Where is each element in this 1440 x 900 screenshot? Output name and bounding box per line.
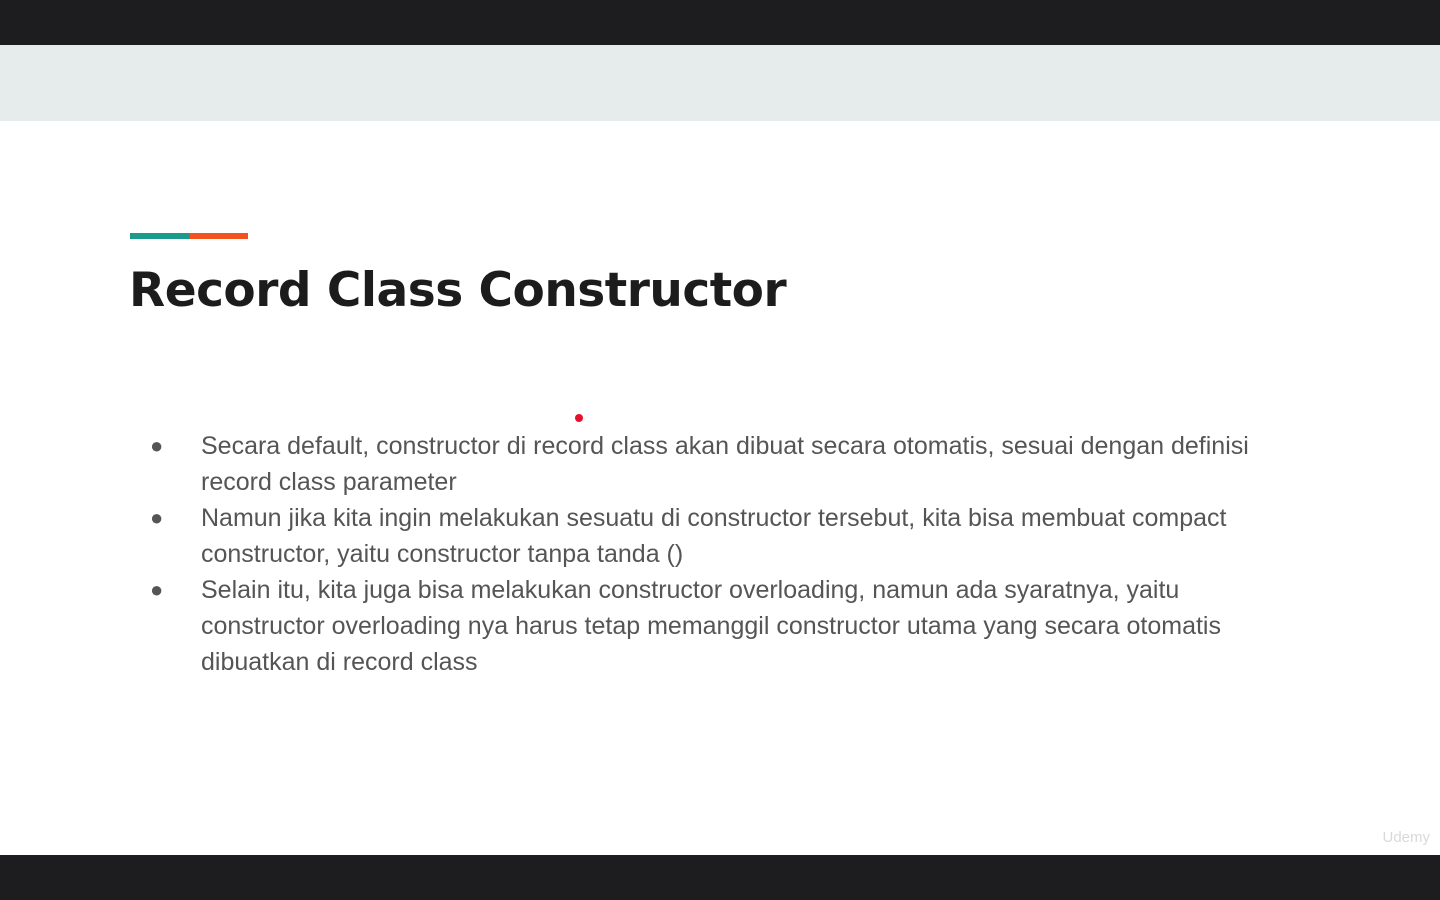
bullet-line: record class parameter [201,468,457,496]
bullet-line: Namun jika kita ingin melakukan sesuatu … [201,504,1227,532]
bullet-line: dibuatkan di record class [201,648,478,676]
bullet-item: ● Secara default, constructor di record … [150,428,1280,500]
bullet-item: ● Selain itu, kita juga bisa melakukan c… [150,572,1280,680]
bullet-icon: ● [150,433,164,458]
accent-bar-orange-segment [190,233,248,239]
bullet-line: Selain itu, kita juga bisa melakukan con… [201,576,1180,604]
bullet-icon: ● [150,577,164,602]
udemy-watermark: Udemy [1382,829,1430,846]
slide-header-band [0,45,1440,121]
slide-title: Record Class Constructor [129,263,787,318]
bullet-icon: ● [150,505,164,530]
title-accent-bar [130,233,248,239]
video-letterbox-top [0,0,1440,45]
laser-pointer-dot [575,414,583,422]
bullet-line: Secara default, constructor di record cl… [201,432,1249,460]
accent-bar-teal-segment [130,233,190,239]
bullet-line: constructor overloading nya harus tetap … [201,612,1221,640]
bullet-item: ● Namun jika kita ingin melakukan sesuat… [150,500,1280,572]
bullet-list: ● Secara default, constructor di record … [150,428,1280,680]
bullet-line: constructor, yaitu constructor tanpa tan… [201,540,684,568]
presentation-slide: Record Class Constructor ● Secara defaul… [0,45,1440,855]
video-letterbox-bottom [0,855,1440,900]
